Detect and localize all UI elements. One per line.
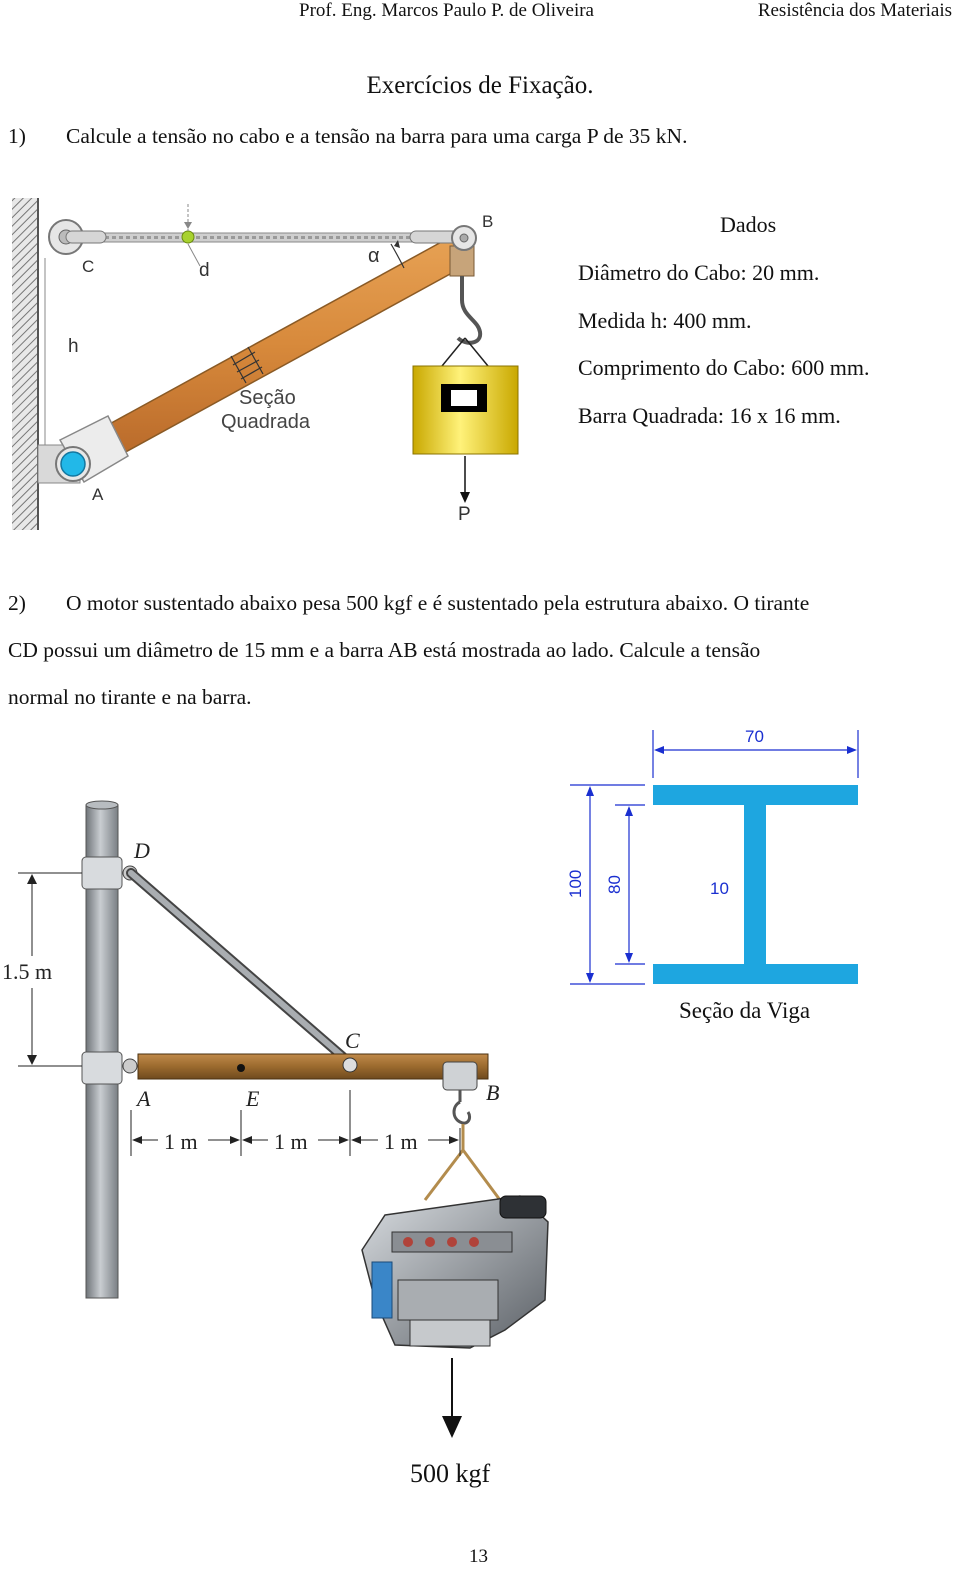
page-number: 13 (469, 1546, 488, 1567)
section-caption: Seção da Viga (679, 998, 811, 1023)
pin-c2 (342, 1057, 358, 1073)
data-heading: Dados (720, 212, 777, 237)
sling (423, 1149, 465, 1201)
collar-a (81, 1051, 123, 1085)
label-e: E (245, 1086, 260, 1111)
dim-web-thickness: 10 (710, 879, 729, 898)
header-author: Prof. Eng. Marcos Paulo P. de Oliveira (299, 0, 594, 21)
hook-b (452, 1100, 472, 1125)
dim-width: 70 (745, 727, 764, 746)
data-item: Diâmetro do Cabo: 20 mm. (578, 260, 820, 285)
dim-height-web: 80 (605, 875, 624, 894)
label-a2: A (135, 1086, 151, 1111)
label-d: d (199, 260, 210, 281)
label-h: h (68, 336, 79, 357)
hook (456, 299, 483, 345)
exercise2-number: 2) (8, 591, 26, 615)
beam-ab (137, 1053, 489, 1080)
label-d2: D (133, 838, 150, 863)
dim-height-total: 100 (566, 870, 585, 898)
exercise2-line: normal no tirante e na barra. (8, 685, 252, 709)
label-alpha: α (368, 245, 380, 267)
exercise2-line: CD possui um diâmetro de 15 mm e a barra… (8, 638, 761, 662)
section-label-2: Quadrada (221, 411, 311, 433)
span-label: 1 m (274, 1129, 308, 1154)
block-b (449, 245, 475, 277)
engine (361, 1195, 549, 1349)
wall-hatch (12, 198, 38, 530)
height-label: 1.5 m (2, 959, 52, 984)
data-item: Comprimento do Cabo: 600 mm. (578, 355, 870, 380)
page-title: Exercícios de Fixação. (366, 72, 594, 99)
label-b2: B (486, 1080, 499, 1105)
collar-d (81, 856, 123, 890)
span-label: 1 m (164, 1129, 198, 1154)
label-c: C (82, 257, 94, 276)
label-c2: C (345, 1028, 360, 1053)
ibeam-section (653, 785, 858, 984)
load-label: 500 kgf (410, 1459, 491, 1488)
height-dimension (18, 872, 82, 1067)
span-label: 1 m (384, 1129, 418, 1154)
exercise2-line: O motor sustentado abaixo pesa 500 kgf e… (66, 591, 810, 615)
exercise1-text: Calcule a tensão no cabo e a tensão na b… (66, 124, 688, 148)
section-label-1: Seção (239, 387, 296, 409)
exercise1-number: 1) (8, 124, 26, 148)
section-mark (230, 346, 264, 384)
span-dimensions (130, 1090, 461, 1156)
point-e (237, 1064, 245, 1072)
trolley-b (442, 1061, 478, 1091)
alpha-arc (390, 243, 405, 269)
exercise1-figure: B C d α h A P Seção Quadrada (12, 198, 519, 530)
label-a: A (92, 485, 104, 504)
data-item: Barra Quadrada: 16 x 16 mm. (578, 403, 841, 428)
label-p: P (458, 504, 471, 525)
data-item: Medida h: 400 mm. (578, 308, 752, 333)
section-dimensions (570, 730, 859, 985)
label-b: B (482, 212, 493, 231)
header-course: Resistência dos Materiais (757, 0, 952, 21)
